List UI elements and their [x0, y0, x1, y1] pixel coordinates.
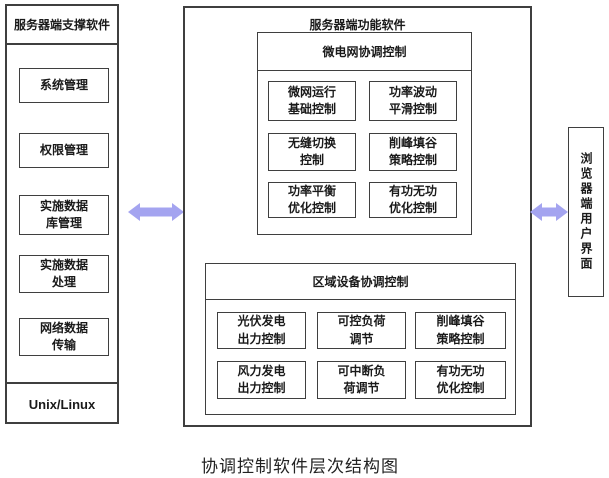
- box-permission-management: 权限管理: [19, 133, 109, 168]
- box-data-processing: 实施数据 处理: [19, 255, 109, 293]
- box-controllable-load-regulation: 可控负荷 调节: [317, 312, 406, 349]
- right-panel-browser-ui: 浏览器端用户界面: [568, 127, 604, 297]
- bidirectional-arrow-icon: [530, 203, 568, 221]
- diagram-caption: 协调控制软件层次结构图: [201, 457, 399, 476]
- box-seamless-switching: 无缝切换 控制: [268, 133, 356, 171]
- group-regional-title: 区域设备协调控制: [206, 264, 515, 300]
- bidirectional-arrow-icon: [128, 203, 184, 221]
- box-peak-shaving-strategy: 削峰填谷 策略控制: [369, 133, 457, 171]
- box-microgrid-basic-control: 微网运行 基础控制: [268, 81, 356, 121]
- group-microgrid-coordination: 微电网协调控制 微网运行 基础控制 功率波动 平滑控制 无缝切换 控制 削峰填谷…: [257, 32, 472, 235]
- group-microgrid-title: 微电网协调控制: [258, 33, 471, 71]
- box-database-management: 实施数据 库管理: [19, 195, 109, 235]
- box-wind-output-control: 风力发电 出力控制: [217, 361, 306, 399]
- left-panel-os-label: Unix/Linux: [28, 396, 96, 412]
- box-power-balance-optimization: 功率平衡 优化控制: [268, 182, 356, 218]
- group-regional-device-coordination: 区域设备协调控制 光伏发电 出力控制 可控负荷 调节 削峰填谷 策略控制 风力发…: [205, 263, 516, 415]
- box-peak-shaving-strategy-2: 削峰填谷 策略控制: [415, 312, 506, 349]
- box-interruptible-load-regulation: 可中断负 荷调节: [317, 361, 406, 399]
- box-system-management: 系统管理: [19, 68, 109, 103]
- left-panel-support-software: 服务器端支撑软件 系统管理 权限管理 实施数据 库管理 实施数据 处理 网络数据…: [5, 4, 119, 424]
- main-panel-function-software: 服务器端功能软件 微电网协调控制 微网运行 基础控制 功率波动 平滑控制 无缝切…: [183, 6, 532, 427]
- box-active-reactive-optimization: 有功无功 优化控制: [369, 182, 457, 218]
- box-power-fluctuation-smoothing: 功率波动 平滑控制: [369, 81, 457, 121]
- box-pv-output-control: 光伏发电 出力控制: [217, 312, 306, 349]
- right-panel-title: 浏览器端用户界面: [579, 152, 593, 272]
- main-panel-title: 服务器端功能软件: [309, 17, 406, 32]
- left-panel-title: 服务器端支撑软件: [7, 6, 117, 45]
- left-panel-divider: [7, 382, 117, 384]
- box-network-transmission: 网络数据 传输: [19, 318, 109, 356]
- box-active-reactive-optimization-2: 有功无功 优化控制: [415, 361, 506, 399]
